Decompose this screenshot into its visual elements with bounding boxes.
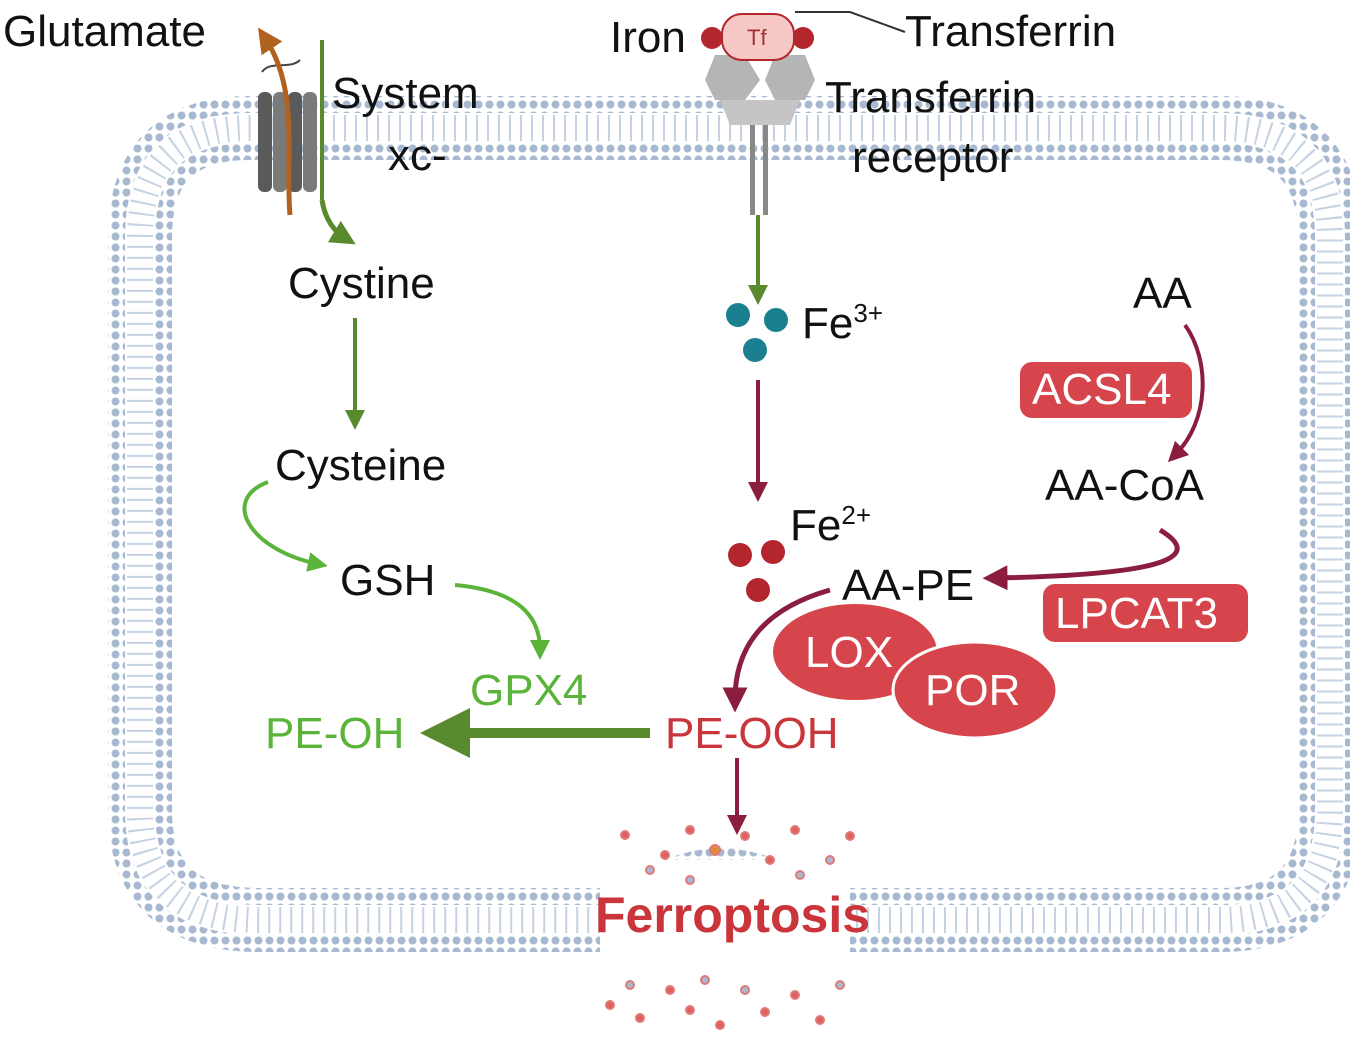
cystine-import-arrow bbox=[319, 199, 356, 245]
lox-label: LOX bbox=[805, 628, 893, 677]
transferrin-label: Transferrin bbox=[905, 7, 1116, 56]
system-xc-label-line2: xc- bbox=[388, 131, 447, 180]
aa-pe-label: AA-PE bbox=[842, 561, 974, 610]
iron-label: Iron bbox=[610, 13, 686, 62]
glutamate-export-arrow bbox=[258, 27, 293, 216]
pe-ooh-label: PE-OOH bbox=[665, 709, 839, 758]
transferrin-receptor-label-line2: receptor bbox=[852, 133, 1013, 182]
arrow-aape-to-peooh bbox=[722, 587, 831, 713]
por-badge bbox=[891, 640, 1059, 740]
transferrin-icon bbox=[701, 11, 906, 61]
acsl4-label: ACSL4 bbox=[1032, 365, 1171, 414]
gsh-label: GSH bbox=[340, 556, 435, 605]
transferrin-receptor-label-line1: Transferrin bbox=[825, 73, 1036, 122]
pe-oh-label: PE-OH bbox=[265, 709, 404, 758]
fe2-label: Fe2+ bbox=[790, 500, 871, 550]
tf-label: Tf bbox=[747, 25, 767, 50]
gpx4-label: GPX4 bbox=[470, 666, 587, 715]
transferrin-receptor-icon bbox=[705, 55, 815, 215]
cell-membrane bbox=[108, 96, 1350, 970]
lipid-debris bbox=[605, 825, 855, 1030]
acsl4-badge bbox=[1020, 362, 1192, 418]
fe3-ions-icon bbox=[726, 303, 788, 362]
lpcat3-label: LPCAT3 bbox=[1055, 589, 1218, 638]
arrow-aa-to-aacoa bbox=[1167, 323, 1205, 463]
arrow-gsh-to-gpx4 bbox=[454, 583, 550, 660]
fe2-ions-icon bbox=[728, 540, 785, 602]
system-xc-label-line1: System bbox=[332, 69, 479, 118]
fe3-label: Fe3+ bbox=[802, 298, 883, 348]
lpcat3-badge bbox=[1043, 584, 1248, 642]
por-label: POR bbox=[925, 666, 1020, 715]
arrow-cysteine-to-gsh bbox=[242, 480, 328, 572]
glutamate-label: Glutamate bbox=[3, 7, 206, 56]
ferroptosis-label: Ferroptosis bbox=[595, 887, 870, 943]
arrow-aacoa-to-aape bbox=[982, 527, 1180, 591]
cystine-label: Cystine bbox=[288, 259, 435, 308]
aa-label: AA bbox=[1133, 269, 1192, 318]
aa-coa-label: AA-CoA bbox=[1045, 461, 1205, 510]
cysteine-label: Cysteine bbox=[275, 441, 446, 490]
